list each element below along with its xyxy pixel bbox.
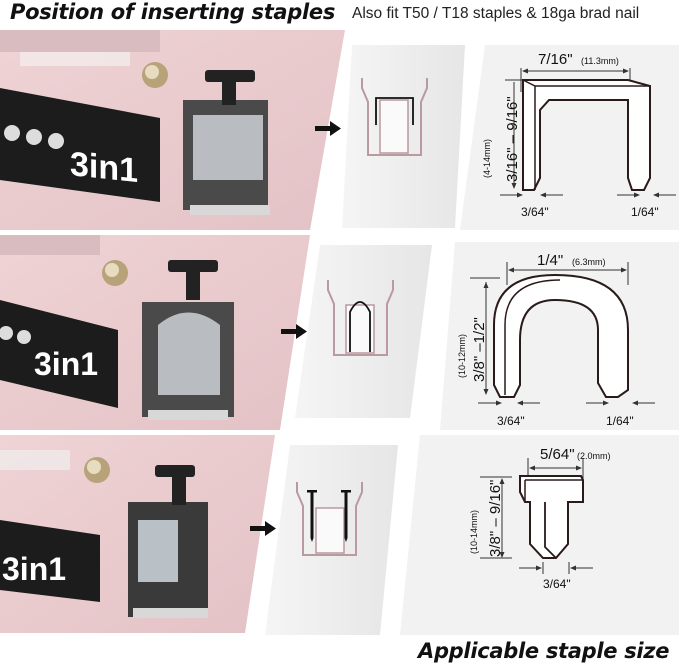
channel-diagram-round-staple — [295, 245, 432, 418]
header: Position of inserting staples Also fit T… — [0, 0, 679, 28]
svg-text:3in1: 3in1 — [70, 145, 138, 190]
dimension-diagram-flat-staple: 7/16" (11.3mm) 3/16" – 9/16" (4-14mm) 3/… — [460, 45, 679, 230]
height-mm-label: (10-12mm) — [457, 334, 467, 378]
left-thickness-label: 3/64" — [521, 205, 549, 219]
row-round-staple: 3in1 1/4" (6.3mm) — [0, 230, 679, 430]
page-subtitle: Also fit T50 / T18 staples & 18ga brad n… — [352, 5, 640, 22]
dimension-diagram-brad-nail: 5/64" (2.0mm) 3/8" – 9/16" (10-14mm) 3/6… — [400, 435, 679, 635]
svg-text:3in1: 3in1 — [2, 551, 66, 587]
arrow-right-icon — [281, 324, 307, 339]
width-mm-label: (11.3mm) — [581, 56, 619, 66]
arrow-right-icon — [250, 521, 276, 536]
svg-text:3in1: 3in1 — [34, 346, 98, 382]
right-thickness-label: 1/64" — [606, 414, 634, 428]
width-mm-label: (2.0mm) — [577, 451, 611, 461]
width-mm-label: (6.3mm) — [572, 257, 606, 267]
width-label: 5/64" — [540, 446, 575, 463]
tool-photo: 3in1 — [0, 435, 275, 633]
tool-photo: 3in1 — [0, 30, 345, 230]
row-flat-staple: 3in1 7/16" (11.3m — [0, 30, 679, 230]
row-brad-nail: 3in1 — [0, 430, 679, 635]
channel-diagram-flat-staple — [342, 45, 465, 228]
height-label: 3/8" – 9/16" — [487, 480, 504, 557]
bottom-thickness-label: 3/64" — [543, 577, 571, 591]
page-title: Position of inserting staples — [10, 0, 336, 24]
height-mm-label: (10-14mm) — [469, 510, 479, 554]
tool-photo: 3in1 — [0, 235, 310, 430]
left-thickness-label: 3/64" — [497, 414, 525, 428]
channel-diagram-brad-nail — [265, 445, 398, 635]
dimension-diagram-round-staple: 1/4" (6.3mm) 3/8" –1/2" (10-12mm) 3/64" … — [440, 242, 679, 430]
footer-caption: Applicable staple size — [418, 639, 670, 663]
height-label: 3/8" –1/2" — [471, 317, 488, 382]
width-label: 7/16" — [538, 51, 573, 68]
width-label: 1/4" — [537, 252, 563, 269]
height-mm-label: (4-14mm) — [482, 139, 492, 178]
right-thickness-label: 1/64" — [631, 205, 659, 219]
arrow-right-icon — [315, 121, 341, 136]
height-label: 3/16" – 9/16" — [504, 96, 521, 182]
brad-nail-icon — [307, 490, 351, 542]
